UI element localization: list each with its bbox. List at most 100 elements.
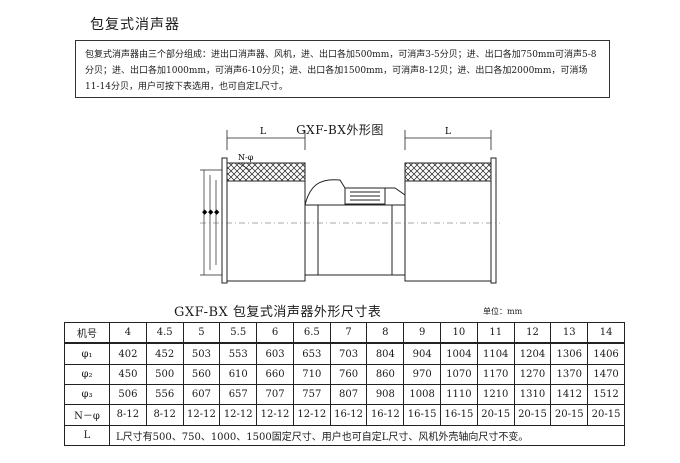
svg-text:◆: ◆: [208, 208, 214, 216]
table-cell: 1412: [550, 384, 589, 406]
unit-label: 单位：mm: [483, 307, 523, 316]
table-cell: 16-12: [366, 404, 405, 426]
table-cell: 16-15: [440, 404, 478, 426]
table-cell: 804: [366, 342, 405, 365]
table-cell: 8-12: [109, 404, 147, 426]
figure-title: GXF-BX外形图: [296, 123, 384, 137]
table-cell: 503: [182, 342, 221, 365]
row-header: N－φ: [64, 404, 110, 426]
right-silencer: [404, 157, 497, 284]
dimension-l-left: [226, 130, 306, 150]
table-cell: 1406: [587, 342, 625, 365]
svg-text:◆: ◆: [214, 208, 220, 216]
table-cell: 20-15: [476, 404, 515, 426]
table-cell: 1104: [476, 342, 515, 365]
n-phi-leader: [237, 162, 251, 171]
table-cell: 12-12: [256, 404, 294, 426]
table-cell: 908: [366, 384, 405, 406]
table-cell: 1210: [476, 384, 515, 406]
table-cell: 710: [292, 363, 331, 386]
table-cell: 14: [587, 322, 625, 345]
table-cell: 1306: [550, 342, 589, 365]
table-cell: 16-15: [403, 404, 442, 426]
table-cell: 610: [219, 363, 258, 386]
table-cell: 1110: [440, 384, 478, 406]
table-cell: 970: [403, 363, 442, 386]
table-cell: 4.5: [145, 322, 184, 345]
table-cell: 5: [182, 322, 221, 345]
table-cell: 603: [256, 342, 294, 365]
label-l-left: L: [260, 127, 266, 137]
table-cell: 500: [145, 363, 184, 386]
table-cell: 1070: [440, 363, 478, 386]
table-cell: 553: [219, 342, 258, 365]
table-cell: 904: [403, 342, 442, 365]
table-cell: 1204: [513, 342, 552, 365]
table-cell: 20-15: [550, 404, 589, 426]
table-cell: 12-12: [292, 404, 331, 426]
table-cell: 1008: [403, 384, 442, 406]
table-cell: 12-12: [182, 404, 221, 426]
table-cell: 9: [403, 322, 442, 345]
table-cell: 506: [109, 384, 147, 406]
table-cell: 20-15: [587, 404, 625, 426]
row-header: φ₃: [64, 384, 110, 406]
table-cell: 20-15: [513, 404, 552, 426]
table-cell: 807: [329, 384, 368, 406]
muffler-outline-drawing: L L ◆ ◆ ◆ N-φ: [200, 127, 500, 284]
table-cell: 12-12: [219, 404, 258, 426]
table-cell: 653: [292, 342, 331, 365]
table-cell: 760: [329, 363, 368, 386]
table-cell: 1310: [513, 384, 552, 406]
table-cell: 13: [550, 322, 589, 345]
table-cell: 1512: [587, 384, 625, 406]
document-title: 包复式消声器: [90, 17, 180, 33]
table-title: GXF-BX 包复式消声器外形尺寸表: [174, 305, 382, 320]
table-cell: 707: [256, 384, 294, 406]
label-l-right: L: [445, 127, 451, 137]
table-cell: 11: [476, 322, 515, 345]
row-header: φ₁: [64, 342, 110, 365]
table-cell: 860: [366, 363, 405, 386]
table-cell: 8: [366, 322, 405, 345]
table-cell: 703: [329, 342, 368, 365]
table-cell: 12: [513, 322, 552, 345]
l-dimension-note: L尺寸有500、750、1000、1500固定尺寸、用户也可自定L尺寸、风机外壳…: [109, 424, 625, 447]
table-cell: 16-12: [329, 404, 368, 426]
row-header: 机号: [64, 322, 110, 345]
table-cell: 7: [329, 322, 368, 345]
table-cell: 607: [182, 384, 221, 406]
table-cell: 660: [256, 363, 294, 386]
table-cell: 452: [145, 342, 184, 365]
table-cell: 10: [440, 322, 478, 345]
table-cell: 8-12: [145, 404, 184, 426]
left-silencer: [221, 157, 306, 284]
row-header: L: [64, 424, 110, 447]
table-cell: 6.5: [292, 322, 331, 345]
table-cell: 1370: [550, 363, 589, 386]
table-cell: 1004: [440, 342, 478, 365]
table-cell: 657: [219, 384, 258, 406]
table-cell: 757: [292, 384, 331, 406]
table-cell: 402: [109, 342, 147, 365]
description-box: 包复式消声器由三个部分组成：进出口消声器、风机，进、出口各加500mm，可消声3…: [75, 40, 610, 98]
label-n-phi: N-φ: [238, 153, 254, 162]
table-cell: 560: [182, 363, 221, 386]
fan-section: [304, 179, 406, 276]
table-cell: 1170: [476, 363, 515, 386]
table-cell: 1470: [587, 363, 625, 386]
left-flange-dims: [200, 169, 222, 276]
table-cell: 4: [109, 322, 147, 345]
table-cell: 556: [145, 384, 184, 406]
dimension-l-right: [404, 130, 492, 150]
table-cell: 5.5: [219, 322, 258, 345]
phi-marks: ◆: [202, 208, 208, 216]
table-cell: 1270: [513, 363, 552, 386]
table-cell: 450: [109, 363, 147, 386]
